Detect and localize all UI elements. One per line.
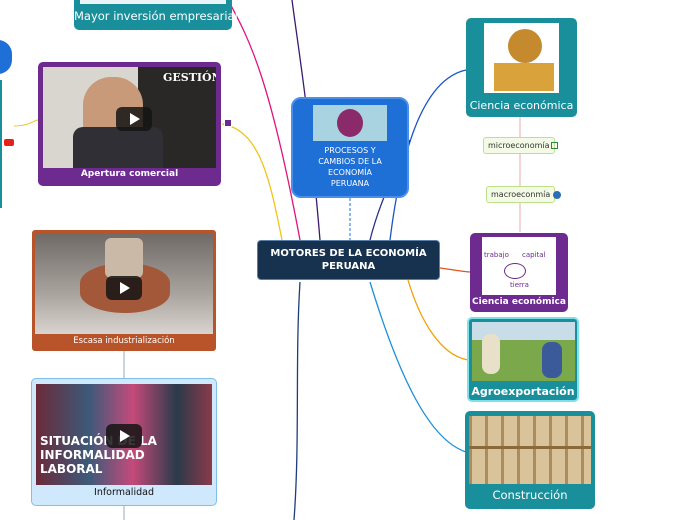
- node-label: Construcción: [465, 488, 595, 502]
- node-mayor-inversion[interactable]: Mayor inversión empresarial: [74, 0, 232, 30]
- video-title-overlay: SITUACIÓN DE LA INFORMALIDAD LABORAL: [40, 434, 160, 476]
- node-thumbnail: [80, 0, 226, 4]
- wordpress-icon[interactable]: [553, 191, 561, 199]
- node-escasa-industrializacion[interactable]: Escasa industrialización: [32, 230, 216, 351]
- node-procesos-cambios[interactable]: PROCESOS Y CAMBIOS DE LA ECONOMÍA PERUAN…: [291, 97, 409, 198]
- node-microeconomia[interactable]: microeconomía: [483, 137, 555, 154]
- central-title: MOTORES DE LA ECONOMÍA PERUANA: [262, 247, 435, 273]
- video-thumbnail: GESTIÓN: [43, 67, 216, 168]
- node-label: Escasa industrialización: [32, 336, 216, 346]
- node-image: [484, 23, 559, 93]
- play-icon[interactable]: [116, 107, 152, 131]
- node-image: [472, 322, 575, 381]
- node-label: Mayor inversión empresarial: [74, 9, 232, 23]
- node-label: Ciencia económica: [466, 99, 577, 112]
- link-badge-icon[interactable]: [224, 119, 232, 127]
- node-label: macroeconmía: [491, 190, 550, 199]
- node-label: Apertura comercial: [38, 169, 221, 179]
- node-ciencia-economica[interactable]: Ciencia económica: [466, 18, 577, 117]
- central-node[interactable]: MOTORES DE LA ECONOMÍA PERUANA: [257, 240, 440, 280]
- node-macroeconomia[interactable]: macroeconmía: [486, 186, 555, 203]
- node-apertura-comercial[interactable]: GESTIÓN Apertura comercial: [38, 62, 221, 186]
- gestion-logo: GESTIÓN: [163, 71, 216, 84]
- video-thumbnail: [35, 233, 213, 334]
- node-label: Informalidad: [32, 487, 216, 498]
- youtube-icon[interactable]: [4, 139, 14, 146]
- node-label: Ciencia económica: [470, 297, 568, 307]
- node-ciencia-economica-2[interactable]: trabajo capital tierra Ciencia económica: [470, 233, 568, 312]
- node-informalidad[interactable]: SITUACIÓN DE LA INFORMALIDAD LABORAL Inf…: [31, 378, 217, 506]
- video-thumbnail: SITUACIÓN DE LA INFORMALIDAD LABORAL: [36, 384, 212, 485]
- node-image: trabajo capital tierra: [482, 237, 556, 295]
- node-label: PROCESOS Y CAMBIOS DE LA ECONOMÍA PERUAN…: [309, 145, 391, 189]
- node-label: microeconomía: [488, 141, 550, 150]
- play-icon[interactable]: [106, 276, 142, 300]
- node-construccion[interactable]: Construcción: [465, 411, 595, 509]
- partial-node-left-mid[interactable]: [0, 80, 2, 208]
- diagram-word: capital: [522, 251, 546, 259]
- node-agroexportacion[interactable]: Agroexportación: [467, 317, 579, 402]
- node-image: [469, 416, 591, 484]
- node-label: Agroexportación: [469, 385, 577, 398]
- node-image: [313, 105, 387, 141]
- diagram-word: trabajo: [484, 251, 509, 259]
- play-icon[interactable]: [106, 424, 142, 448]
- external-link-icon[interactable]: [551, 142, 558, 149]
- diagram-word: tierra: [510, 281, 529, 289]
